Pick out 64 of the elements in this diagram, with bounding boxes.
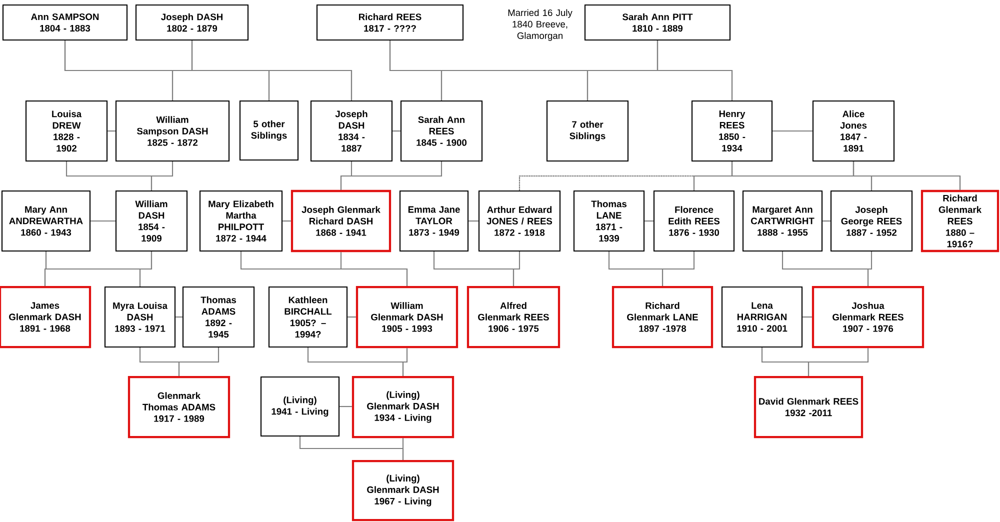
person-box: Joseph DASH 1802 - 1879 xyxy=(135,4,249,41)
siblings-box: 5 other Siblings xyxy=(239,100,299,161)
descent-line xyxy=(852,162,961,190)
descent-line xyxy=(340,252,408,286)
person-box: Florence Edith REES 1876 - 1930 xyxy=(653,190,735,252)
couple-line xyxy=(468,220,478,222)
person-box: Ann SAMPSON 1804 - 1883 xyxy=(2,4,128,41)
descent-line xyxy=(191,40,352,100)
person-box: Joseph George REES 1887 - 1952 xyxy=(830,190,913,252)
person-box: Joseph DASH 1834 - 1887 xyxy=(310,100,393,162)
person-box: Glenmark Thomas ADAMS 1917 - 1989 xyxy=(128,376,230,438)
person-box: Louisa DREW 1828 - 1902 xyxy=(25,100,108,162)
person-box: Joseph Glenmark Richard DASH 1868 - 1941 xyxy=(290,190,392,252)
person-box: Richard REES 1817 - ???? xyxy=(316,4,464,41)
descent-line xyxy=(402,438,404,460)
couple-line xyxy=(282,220,291,222)
couple-line xyxy=(772,130,812,132)
person-box: Arthur Edward JONES / REES 1872 - 1918 xyxy=(478,190,561,252)
person-box: Thomas ADAMS 1892 - 1945 xyxy=(182,286,255,348)
person-box: Richard Glenmark REES 1880 – 1916? xyxy=(920,190,1000,252)
note-text: Married 16 July 1840 Breeve, Glamorgan xyxy=(508,9,572,41)
person-box: William DASH 1854 - 1909 xyxy=(115,190,188,252)
person-box: Alice Jones 1847 - 1891 xyxy=(812,100,895,162)
couple-line xyxy=(644,220,654,222)
person-box: Sarah Ann REES 1845 - 1900 xyxy=(400,100,483,162)
person-box: Sarah Ann PITT 1810 - 1889 xyxy=(584,4,731,41)
person-box: David Glenmark REES 1932 -2011 xyxy=(754,376,864,438)
couple-line xyxy=(348,316,356,318)
descent-line xyxy=(139,252,152,286)
descent-line xyxy=(512,252,520,286)
person-box: (Living) Glenmark DASH 1934 - Living xyxy=(352,376,454,438)
person-box: Mary Elizabeth Martha PHILPOTT 1872 - 1944 xyxy=(199,190,283,252)
descent-line xyxy=(662,252,695,286)
person-box: William Glenmark DASH 1905 - 1993 xyxy=(356,286,458,348)
person-box: Henry REES 1850 - 1934 xyxy=(691,100,773,162)
descent-line xyxy=(150,162,174,190)
person-box: Thomas LANE 1871 - 1939 xyxy=(573,190,645,252)
person-box: (Living) 1941 - Living xyxy=(260,376,340,437)
person-box: Mary Ann ANDREWARTHA 1860 - 1943 xyxy=(1,190,91,252)
couple-line xyxy=(340,406,352,408)
descent-line xyxy=(340,162,442,190)
person-box: Kathleen BIRCHALL 1905? – 1994? xyxy=(268,286,348,348)
person-box: Myra Louisa DASH 1893 - 1971 xyxy=(104,286,176,348)
couple-line xyxy=(108,130,116,132)
person-box: Lena HARRIGAN 1910 - 2001 xyxy=(721,286,803,348)
couple-line xyxy=(802,316,812,318)
couple-line xyxy=(822,220,830,222)
couple-line xyxy=(176,316,182,318)
couple-line xyxy=(392,130,400,132)
couple-line xyxy=(90,220,116,222)
descent-line xyxy=(178,348,220,376)
descent-line xyxy=(808,348,869,376)
person-box: Joshua Glenmark REES 1907 - 1976 xyxy=(812,286,924,348)
person-box: James Glenmark DASH 1891 - 1968 xyxy=(0,286,92,348)
siblings-box: 7 other Siblings xyxy=(546,100,629,162)
descent-line xyxy=(656,40,733,100)
descent-line xyxy=(867,252,872,286)
person-box: Richard Glenmark LANE 1897 -1978 xyxy=(612,286,714,348)
descent-line xyxy=(402,348,408,376)
person-box: (Living) Glenmark DASH 1967 - Living xyxy=(352,460,454,522)
person-box: William Sampson DASH 1825 - 1872 xyxy=(115,100,230,162)
person-box: Emma Jane TAYLOR 1873 - 1949 xyxy=(399,190,469,252)
person-box: Margaret Ann CARTWRIGHT 1888 - 1955 xyxy=(742,190,823,252)
person-box: Alfred Glenmark REES 1906 - 1975 xyxy=(466,286,560,348)
